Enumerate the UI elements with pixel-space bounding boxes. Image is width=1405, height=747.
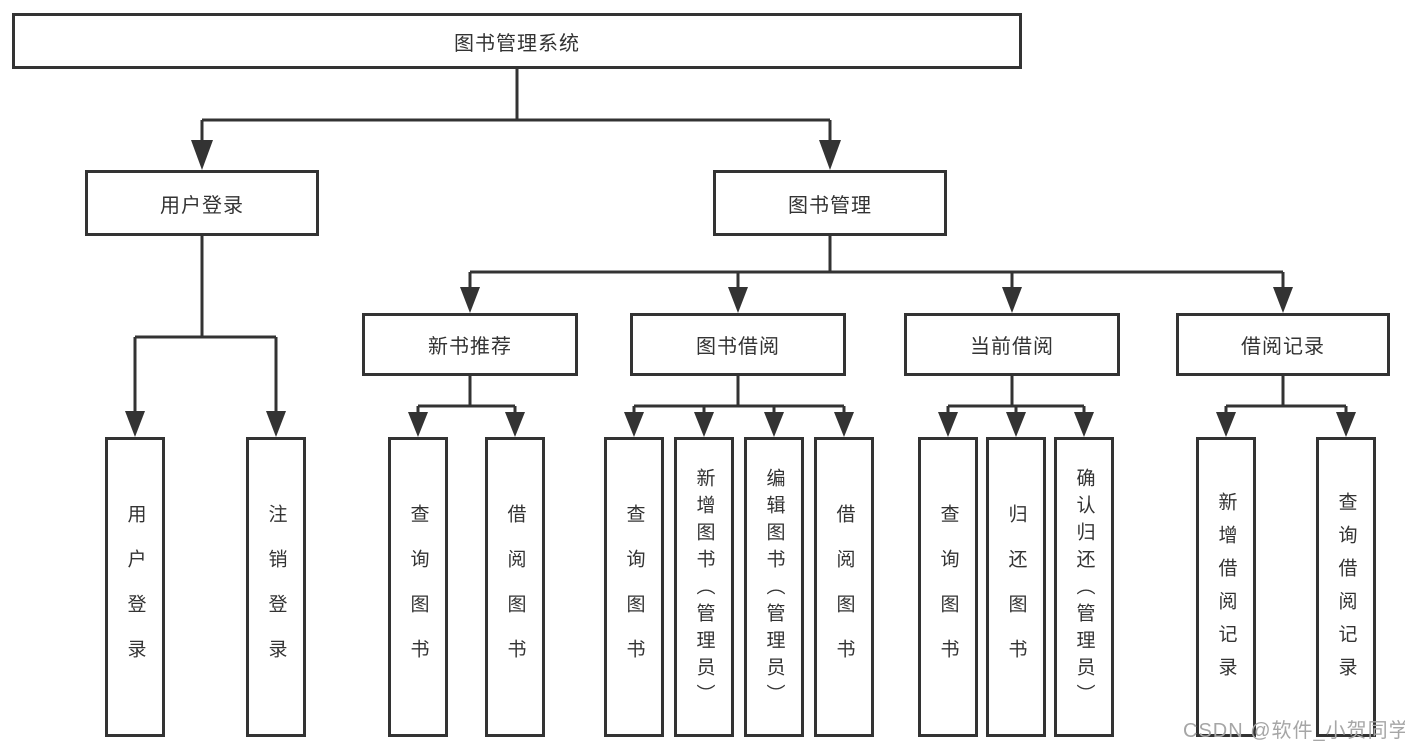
arrowhead [460, 287, 480, 313]
leaf-logout: 注销登录 [246, 437, 306, 737]
arrowhead [125, 411, 145, 437]
leaf-user-login: 用户登录 [105, 437, 165, 737]
arrowhead [694, 412, 714, 437]
leaf-borrow-books-borrowing: 借阅图书 [814, 437, 874, 737]
node-new-book-recommend: 新书推荐 [362, 313, 578, 376]
leaf-query-books-current: 查询图书 [918, 437, 978, 737]
leaf-query-books-recommend: 查询图书 [388, 437, 448, 737]
arrowhead [1336, 412, 1356, 437]
leaf-query-borrow-record: 查询借阅记录 [1316, 437, 1376, 737]
arrowhead [505, 412, 525, 437]
arrowhead [728, 287, 748, 313]
arrowhead [834, 412, 854, 437]
leaf-borrow-books-recommend: 借阅图书 [485, 437, 545, 737]
arrowhead [1002, 287, 1022, 313]
leaf-confirm-return-admin: 确认归还（管理员） [1054, 437, 1114, 737]
arrowhead [408, 412, 428, 437]
arrowhead [191, 140, 213, 170]
arrowhead [624, 412, 644, 437]
leaf-edit-books-admin: 编辑图书（管理员） [744, 437, 804, 737]
arrowhead [819, 140, 841, 170]
leaf-return-books: 归还图书 [986, 437, 1046, 737]
leaf-query-books-borrowing: 查询图书 [604, 437, 664, 737]
csdn-watermark: CSDN @软件_小贺同学 [1183, 720, 1405, 742]
node-book-borrowing: 图书借阅 [630, 313, 846, 376]
node-book-management: 图书管理 [713, 170, 947, 236]
arrowhead [1074, 412, 1094, 437]
arrowhead [1273, 287, 1293, 313]
leaf-add-books-admin: 新增图书（管理员） [674, 437, 734, 737]
node-user-login: 用户登录 [85, 170, 319, 236]
arrowhead [938, 412, 958, 437]
arrowhead [764, 412, 784, 437]
leaf-add-borrow-record: 新增借阅记录 [1196, 437, 1256, 737]
arrowhead [266, 411, 286, 437]
arrowhead [1006, 412, 1026, 437]
node-root: 图书管理系统 [12, 13, 1022, 69]
node-current-borrowing: 当前借阅 [904, 313, 1120, 376]
node-borrowing-records: 借阅记录 [1176, 313, 1390, 376]
arrowhead [1216, 412, 1236, 437]
